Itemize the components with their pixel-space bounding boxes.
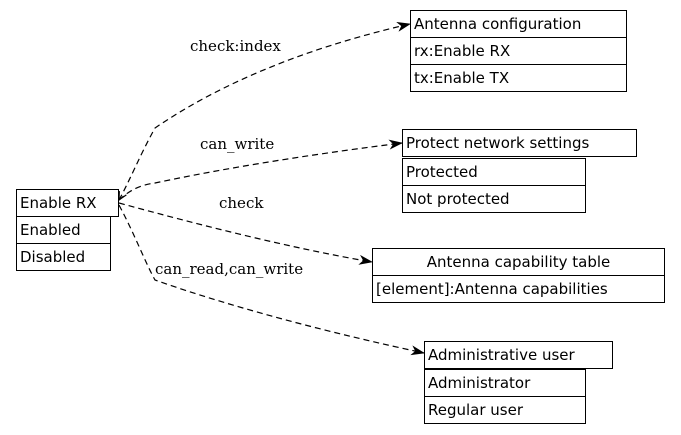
node-antenna-configuration-field-rx: rx:Enable RX — [410, 37, 627, 65]
node-antenna-capability-table-title: Antenna capability table — [372, 248, 665, 276]
node-administrative-user-field-administrator: Administrator — [424, 369, 586, 397]
node-administrative-user-title: Administrative user — [424, 341, 613, 369]
node-antenna-configuration-title: Antenna configuration — [410, 10, 627, 38]
node-enable-rx-value-disabled: Disabled — [16, 243, 111, 271]
edge-check — [118, 202, 373, 265]
node-protect-network-settings-field-not-protected: Not protected — [402, 185, 586, 213]
edge-label-can-write: can_write — [200, 135, 274, 153]
node-antenna-capability-table-field-element: [element]:Antenna capabilities — [372, 275, 665, 303]
edge-label-can-read-can-write: can_read,can_write — [155, 260, 303, 278]
node-protect-network-settings-title: Protect network settings — [402, 129, 637, 157]
edge-can-read-can-write — [118, 204, 425, 356]
node-antenna-configuration-field-tx: tx:Enable TX — [410, 64, 627, 92]
node-protect-network-settings-field-protected: Protected — [402, 158, 586, 186]
edge-check-index — [119, 24, 410, 200]
edge-label-check: check — [219, 194, 264, 212]
node-enable-rx-title: Enable RX — [16, 189, 119, 217]
node-enable-rx-value-enabled: Enabled — [16, 216, 111, 244]
node-administrative-user-field-regular-user: Regular user — [424, 396, 586, 424]
edge-label-check-index: check:index — [190, 37, 281, 55]
